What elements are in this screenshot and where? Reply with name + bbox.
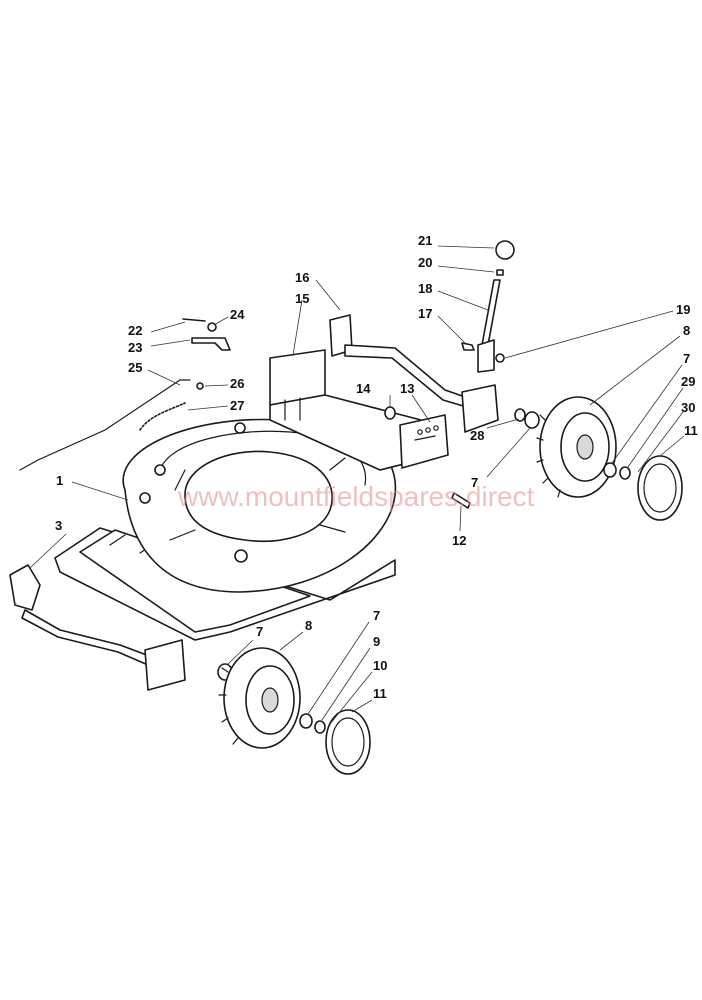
callout-24: 24 xyxy=(230,307,245,322)
callout-3: 3 xyxy=(55,518,62,533)
callout-7-front-outer: 7 xyxy=(373,608,380,623)
leader-lines xyxy=(29,245,685,725)
callout-27: 27 xyxy=(230,398,244,413)
rear-housing xyxy=(269,349,449,471)
callout-17: 17 xyxy=(418,306,432,321)
callout-19: 19 xyxy=(676,302,690,317)
rear-wheel-assembly xyxy=(384,396,683,521)
callout-21: 21 xyxy=(418,233,432,248)
callout-9: 9 xyxy=(373,634,380,649)
callout-11-front: 11 xyxy=(373,686,387,701)
callout-labels: 21 20 18 16 15 17 19 22 24 23 25 26 27 1… xyxy=(55,233,698,701)
watermark: www.mountfieldspares.direct xyxy=(177,481,535,512)
callout-29: 29 xyxy=(681,374,695,389)
callout-12: 12 xyxy=(452,533,466,548)
callout-7-front-inner: 7 xyxy=(256,624,263,639)
front-wheel-assembly xyxy=(217,647,371,775)
callout-23: 23 xyxy=(128,340,142,355)
rear-axle-assembly xyxy=(329,240,515,433)
callout-11-rear: 11 xyxy=(684,423,698,438)
callout-8-front: 8 xyxy=(305,618,312,633)
mower-deck xyxy=(54,418,397,641)
callout-1: 1 xyxy=(56,473,63,488)
callout-18: 18 xyxy=(418,281,432,296)
callout-13: 13 xyxy=(400,381,414,396)
front-axle-assembly xyxy=(9,564,186,691)
callout-7-rear-outer: 7 xyxy=(683,351,690,366)
callout-16: 16 xyxy=(295,270,309,285)
callout-26: 26 xyxy=(230,376,244,391)
callout-10: 10 xyxy=(373,658,387,673)
callout-30: 30 xyxy=(681,400,695,415)
callout-20: 20 xyxy=(418,255,432,270)
callout-15: 15 xyxy=(295,291,309,306)
callout-14: 14 xyxy=(356,381,371,396)
callout-22: 22 xyxy=(128,323,142,338)
spring-linkage xyxy=(19,318,231,471)
callout-7-rear-inner: 7 xyxy=(471,475,478,490)
callout-25: 25 xyxy=(128,360,142,375)
callout-8-rear: 8 xyxy=(683,323,690,338)
callout-28: 28 xyxy=(470,428,484,443)
